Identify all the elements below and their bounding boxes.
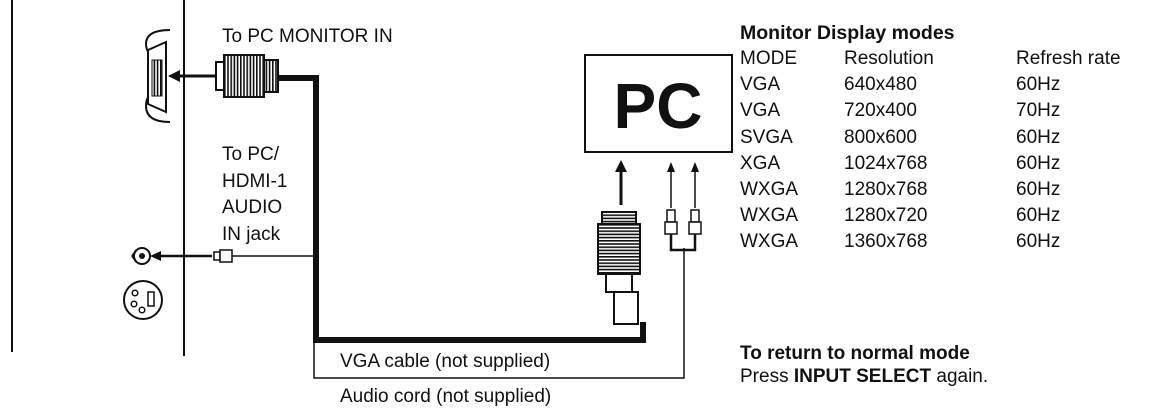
table-header-row: MODE Resolution Refresh rate [740, 46, 1121, 72]
vga-cable-label: VGA cable (not supplied) [340, 351, 551, 372]
table-row: WXGA 1280x768 60Hz [740, 177, 1121, 203]
audio-jack-label-line: HDMI-1 [222, 170, 288, 192]
audio-cord-line [232, 248, 685, 379]
refresh-rate-cell: 60Hz [1016, 152, 1061, 174]
arrow-head-icon [168, 70, 180, 82]
audio-jack-label: To PC/ HDMI-1 AUDIO IN jack [222, 142, 287, 248]
refresh-rate-cell: 60Hz [1016, 231, 1061, 253]
table-row: SVGA 800x600 60Hz [740, 125, 1121, 151]
refresh-rate-cell: 60Hz [1016, 74, 1061, 96]
arrow-head-icon [150, 251, 161, 261]
refresh-rate-cell: 70Hz [1016, 100, 1061, 122]
mode-cell: XGA [740, 152, 781, 174]
vga-plug-pc-side-icon [597, 211, 641, 325]
arrow-head-icon [667, 162, 675, 172]
table-row: WXGA 1280x720 60Hz [740, 203, 1121, 229]
resolution-cell: 800x600 [844, 126, 917, 148]
return-note-prefix: Press [740, 366, 794, 387]
modes-table: MODE Resolution Refresh rate VGA 640x480… [740, 46, 1121, 256]
table-row: VGA 720x400 70Hz [740, 98, 1121, 124]
input-select-key-label: INPUT SELECT [793, 366, 932, 387]
return-note-text: Press INPUT SELECT again. [740, 365, 988, 388]
resolution-cell: 1360x768 [844, 231, 928, 253]
tv-s-video-port-icon [123, 280, 163, 320]
resolution-cell: 1280x768 [844, 179, 928, 201]
refresh-rate-cell: 60Hz [1016, 126, 1061, 148]
column-header: Resolution [844, 48, 934, 69]
audio-jack-label-line: AUDIO [222, 197, 283, 218]
display-modes-table: Monitor Display modes MODE Resolution Re… [740, 22, 1121, 256]
table-row: XGA 1024x768 60Hz [740, 151, 1121, 177]
return-note: To return to normal mode Press INPUT SEL… [740, 342, 988, 388]
resolution-cell: 720x400 [844, 100, 917, 122]
resolution-cell: 640x480 [844, 74, 917, 96]
mode-cell: WXGA [740, 205, 799, 227]
table-row: VGA 640x480 60Hz [740, 72, 1121, 98]
audio-jack-label-line: To PC/ [222, 144, 280, 165]
audio-cord-label: Audio cord (not supplied) [340, 386, 552, 407]
vga-plug-tv-side-icon [215, 54, 279, 98]
refresh-rate-cell: 60Hz [1016, 205, 1061, 227]
table-row: WXGA 1360x768 60Hz [740, 229, 1121, 255]
return-note-suffix: again. [931, 366, 989, 387]
tv-audio-jack-icon [131, 247, 151, 265]
audio-jack-label-line: IN jack [222, 223, 281, 245]
tv-vga-port-icon [144, 29, 171, 123]
arrow-head-icon [691, 162, 699, 172]
rca-plugs-pc-side-icon [664, 209, 702, 252]
mode-cell: WXGA [740, 231, 799, 253]
mode-cell: SVGA [740, 126, 793, 148]
pc-label: PC [614, 70, 703, 142]
monitor-in-label: To PC MONITOR IN [222, 26, 393, 47]
resolution-cell: 1024x768 [844, 152, 928, 174]
audio-plug-tv-side-icon [213, 249, 233, 263]
return-note-heading: To return to normal mode [740, 343, 970, 364]
refresh-rate-cell: 60Hz [1016, 179, 1061, 201]
mode-cell: VGA [740, 74, 781, 96]
column-header: Refresh rate [1016, 48, 1121, 69]
pc-box [584, 54, 733, 153]
display-modes-title: Monitor Display modes [740, 22, 955, 44]
arrow-head-icon [615, 160, 627, 172]
vga-cable-line [278, 75, 646, 343]
mode-cell: VGA [740, 100, 781, 122]
column-header: MODE [740, 48, 797, 69]
resolution-cell: 1280x720 [844, 205, 928, 227]
mode-cell: WXGA [740, 179, 799, 201]
